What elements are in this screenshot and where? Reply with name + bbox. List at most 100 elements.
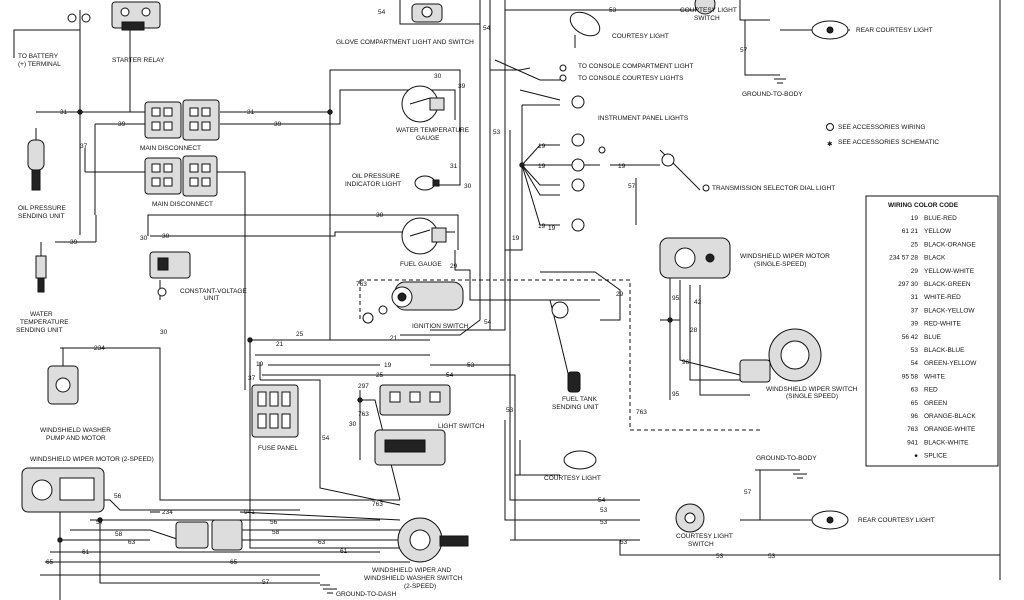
label-washer-pump-1: WINDSHIELD WASHER: [40, 427, 111, 434]
courtesy-light-switch-bottom-icon: [675, 503, 705, 533]
label-oil-pressure-light-1: OIL PRESSURE: [352, 173, 400, 180]
label-wiper-washer-switch-1: WINDSHIELD WIPER AND: [372, 567, 451, 574]
wire-number: 19: [538, 143, 546, 150]
wire-number: 57: [740, 47, 748, 54]
wire-number: 65: [46, 559, 54, 566]
wire-number: 31: [60, 109, 68, 116]
wire-number: 57: [96, 519, 104, 526]
legend-color-name: BLACK-YELLOW: [924, 307, 975, 314]
oil-pressure-sending-unit-icon: [27, 128, 45, 191]
wire-number: 31: [247, 109, 255, 116]
water-temperature-sending-unit-icon: [35, 242, 47, 293]
rear-courtesy-light-bottom-icon: [811, 510, 849, 530]
wire-number: 53: [716, 553, 724, 560]
wire-number: 54: [484, 319, 492, 326]
label-water-temp-unit-3: SENDING UNIT: [16, 327, 63, 334]
label-wiper-switch-ss-2: (SINGLE SPEED): [786, 393, 838, 400]
label-see-accessories-wiring: SEE ACCESSORIES WIRING: [838, 124, 925, 131]
label-transmission-selector: TRANSMISSION SELECTOR DIAL LIGHT: [712, 185, 835, 192]
wires: [13, 0, 1001, 600]
wire-number: 53: [600, 519, 608, 526]
legend-color-name: BLACK: [924, 255, 946, 262]
label-oil-pressure-unit-1: OIL PRESSURE: [18, 205, 66, 212]
label-ground-body-top: GROUND-TO-BODY: [742, 91, 803, 98]
wire-number: 763: [356, 281, 367, 288]
wire-number: 53: [620, 539, 628, 546]
wire-number: 19: [384, 362, 392, 369]
main-disconnect-2-icon: [144, 155, 218, 197]
constant-voltage-unit-icon: [149, 251, 191, 300]
wire-number: 763: [636, 409, 647, 416]
label-rear-courtesy-top: REAR COURTESY LIGHT: [856, 27, 933, 34]
components: [21, 0, 849, 594]
glove-compartment-light-icon: [411, 3, 443, 23]
accessory-wiring-marker-icon: [826, 123, 834, 131]
wire-number: 96: [682, 359, 690, 366]
wire-number: 57: [744, 489, 752, 496]
legend-color-name: ORANGE-BLACK: [924, 413, 976, 420]
wire-number: 54: [483, 25, 491, 32]
label-wiper-motor-ss-1: WINDSHIELD WIPER MOTOR: [740, 253, 830, 260]
legend-codes: 29: [911, 268, 919, 275]
wire-number: 21: [276, 341, 284, 348]
label-instrument-panel: INSTRUMENT PANEL LIGHTS: [598, 115, 689, 122]
legend-color-name: SPLICE: [924, 453, 948, 460]
accessory-wiring-marker-icon: [559, 74, 567, 82]
accessory-schematic-marker-icon: ✱: [827, 140, 833, 148]
legend-codes: 763: [907, 426, 918, 433]
label-wiper-washer-switch-3: (2-SPEED): [404, 583, 436, 590]
wire-number: 58: [272, 529, 280, 536]
label-fuse-panel: FUSE PANEL: [258, 445, 298, 452]
oil-pressure-indicator-light-icon: [414, 175, 440, 191]
instrument-panel-bulbs-icon: [571, 95, 675, 232]
legend-color-name: RED: [924, 387, 938, 394]
label-console-compartment: TO CONSOLE COMPARTMENT LIGHT: [578, 63, 693, 70]
label-see-accessories-schematic: SEE ACCESSORIES SCHEMATIC: [838, 139, 939, 146]
legend-codes: 19: [911, 215, 919, 222]
wire-number: 30: [349, 421, 357, 428]
fuse-panel-icon: [251, 384, 299, 438]
wire-number: 39: [458, 83, 466, 90]
windshield-washer-pump-icon: [47, 348, 79, 405]
label-starter-relay: STARTER RELAY: [112, 57, 165, 64]
wire-number: 54: [322, 435, 330, 442]
wire-number: 37: [80, 143, 88, 150]
wire-number: 297: [358, 383, 369, 390]
courtesy-light-mid-icon: [563, 450, 597, 470]
legend-codes: 65: [911, 400, 919, 407]
legend-color-name: BLACK-WHITE: [924, 439, 969, 446]
fuel-gauge-icon: [401, 217, 447, 255]
legend-color-name: YELLOW-WHITE: [924, 268, 975, 275]
legend-color-name: WHITE-RED: [924, 294, 961, 301]
legend-color-name: YELLOW: [924, 228, 952, 235]
legend-color-name: WHITE: [924, 373, 946, 380]
wire-number: 54: [598, 497, 606, 504]
label-fuel-gauge: FUEL GAUGE: [400, 261, 442, 268]
legend-codes: 56 42: [902, 334, 919, 341]
wiper-washer-switch-icon: [397, 517, 469, 563]
legend-color-name: RED-WHITE: [924, 321, 961, 328]
legend-color-name: BLACK-GREEN: [924, 281, 971, 288]
courtesy-light-top-icon: [569, 11, 601, 48]
wire-number: 25: [376, 372, 384, 379]
accessory-markers: ✱: [559, 64, 834, 192]
wire-number: 53: [493, 129, 501, 136]
fuel-tank-sending-unit-icon: [549, 299, 581, 393]
label-glove-compartment: GLOVE COMPARTMENT LIGHT AND SWITCH: [336, 39, 474, 46]
wire-number: 30: [464, 183, 472, 190]
label-light-switch: LIGHT SWITCH: [438, 423, 485, 430]
legend-codes: 31: [911, 294, 919, 301]
legend-title: WIRING COLOR CODE: [888, 202, 959, 209]
label-water-temp-gauge-2: GAUGE: [416, 135, 440, 142]
legend-codes: 96: [911, 413, 919, 420]
legend-codes: 25: [911, 241, 919, 248]
wire-number: 63: [318, 539, 326, 546]
wire-number: 234: [162, 509, 173, 516]
wire-number: 28: [690, 327, 698, 334]
label-main-disconnect-1: MAIN DISCONNECT: [140, 145, 201, 152]
label-oil-pressure-light-2: INDICATOR LIGHT: [345, 181, 401, 188]
legend-color-name: BLACK-ORANGE: [924, 241, 976, 248]
legend-color-name: GREEN: [924, 400, 947, 407]
